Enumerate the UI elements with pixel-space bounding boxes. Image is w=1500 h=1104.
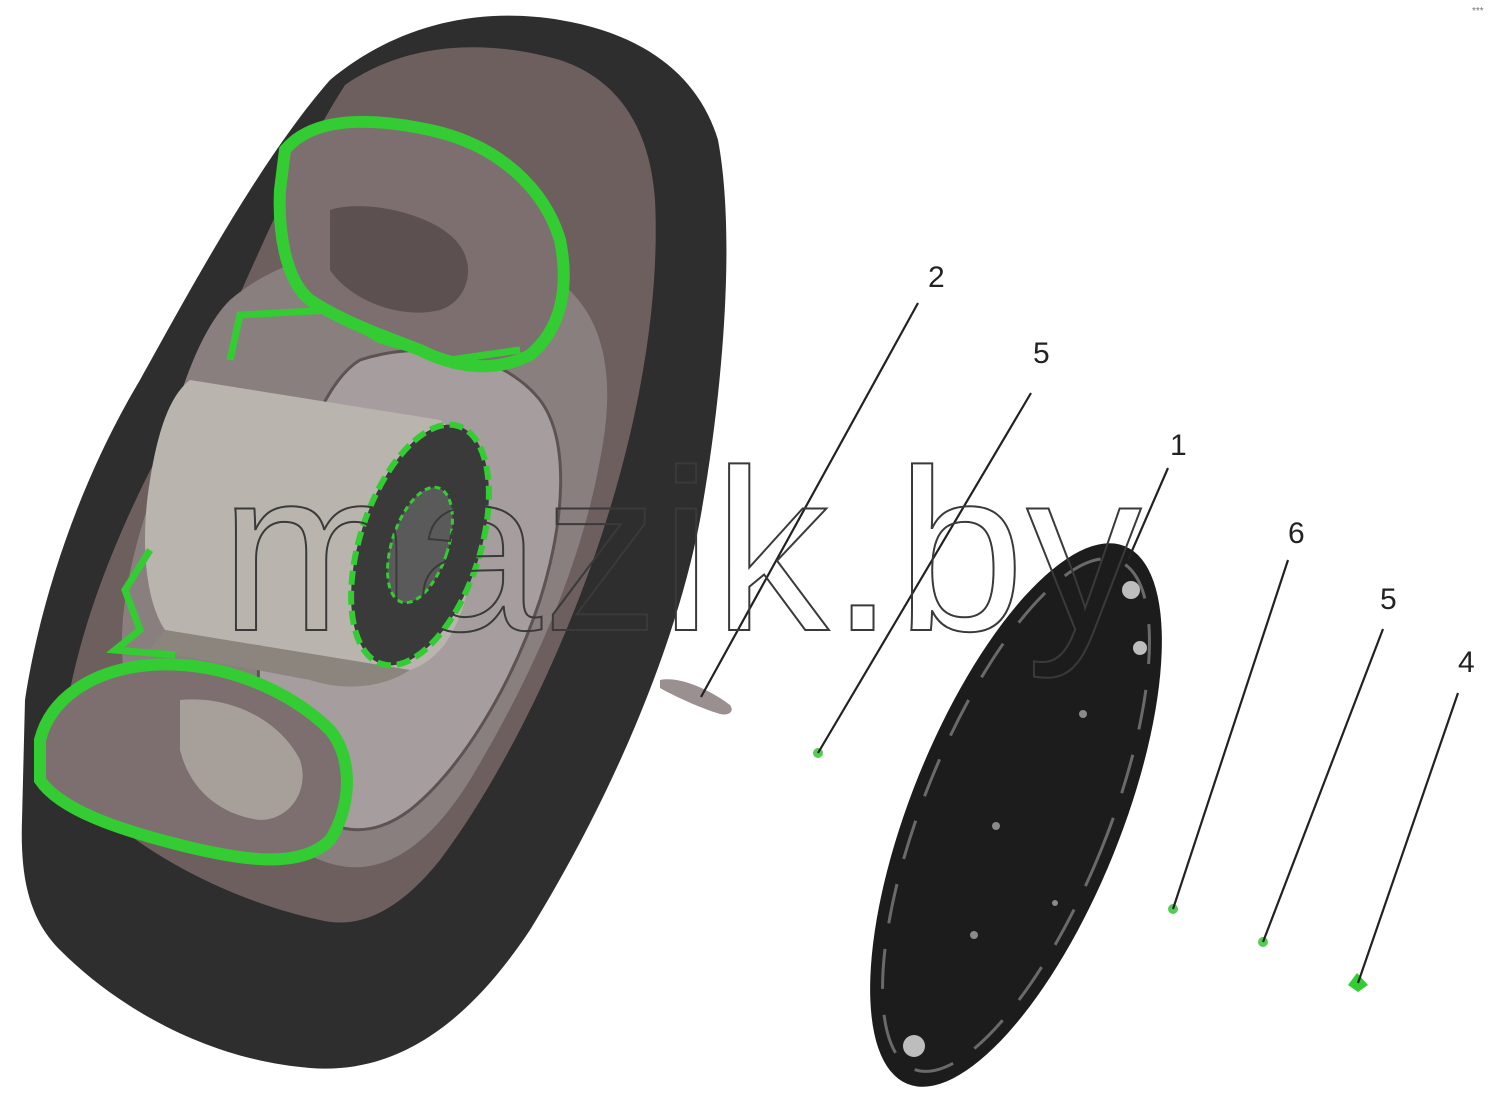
disc-hole	[1052, 900, 1058, 906]
callout-1: 1	[1170, 429, 1187, 462]
callout-5-a: 5	[1033, 337, 1050, 370]
callout-6: 6	[1288, 517, 1305, 550]
leader-5a	[817, 392, 1032, 754]
disc-hole	[903, 1035, 925, 1057]
callout-4: 4	[1458, 646, 1475, 679]
disc-body	[870, 543, 1162, 1087]
leader-2	[700, 302, 919, 698]
upper-rim-edge	[226, 306, 521, 364]
callout-5-b: 5	[1380, 583, 1397, 616]
disc-hole	[970, 931, 978, 939]
leader-1	[1126, 467, 1170, 561]
callout-2: 2	[928, 261, 945, 294]
upper-cutout-outline	[273, 115, 570, 373]
disc-hole	[992, 822, 1000, 830]
corner-mark: ***	[1472, 6, 1484, 17]
upper-cutout-floor	[330, 206, 469, 313]
lower-cutout-outline	[34, 658, 353, 866]
lower-cutout-floor	[180, 699, 303, 820]
leader-lines	[700, 302, 1460, 984]
part-2-pin	[660, 679, 732, 715]
pin-body	[660, 679, 732, 715]
wheel-assembly	[21, 15, 727, 1069]
disc-hole	[1133, 641, 1147, 655]
leader-4	[1356, 692, 1460, 984]
disc-hole	[1079, 710, 1087, 718]
part-1-disc	[870, 543, 1162, 1087]
disc-rim	[881, 557, 1151, 1073]
lower-rim-edge	[105, 548, 176, 659]
callout-labels: 2 5 1 6 5 4	[928, 261, 1475, 679]
watermark-text: mazik.by	[220, 422, 1143, 679]
hub-shadow	[150, 630, 410, 687]
leader-5b	[1261, 628, 1385, 943]
hub-end-inner	[386, 485, 454, 605]
disc-hole	[1122, 581, 1140, 599]
leader-6	[1171, 559, 1290, 910]
